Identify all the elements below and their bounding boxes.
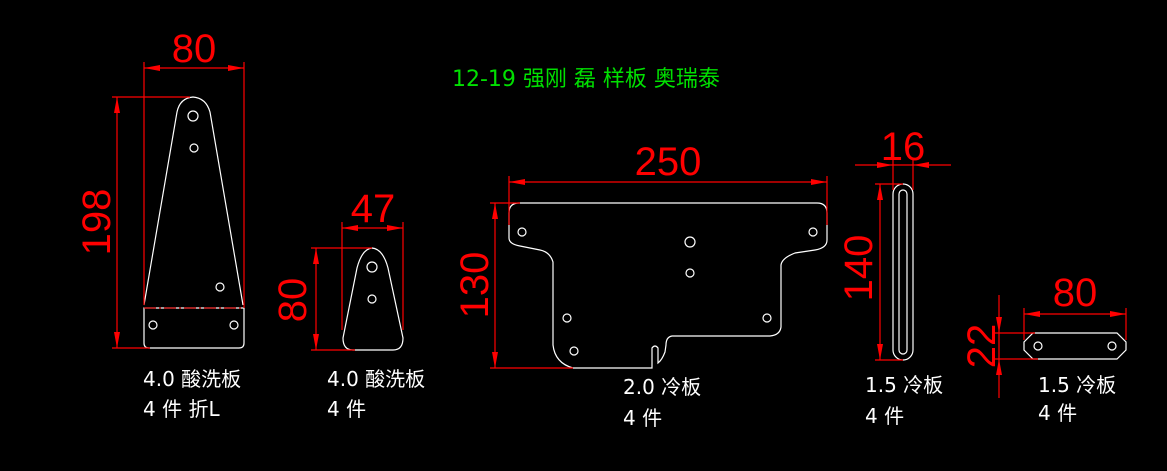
- part-5-width-dim: 80: [1053, 271, 1098, 315]
- part-2-height-dim: 80: [271, 278, 315, 323]
- part-4-width-dim: 16: [881, 125, 926, 169]
- part-4-material: 1.5 冷板: [865, 373, 943, 397]
- part-5-height-dim: 22: [960, 324, 1004, 369]
- part-2-small-triangle: [342, 247, 404, 351]
- part-2-quantity: 4 件: [327, 397, 366, 421]
- part-2-dimensions: 47 80: [271, 187, 404, 351]
- part-1-width-dim: 80: [172, 27, 217, 71]
- part-5-material: 1.5 冷板: [1038, 373, 1116, 397]
- part-3-mounting-plate: [508, 202, 828, 369]
- part-3-dimensions: 250 130: [453, 140, 828, 369]
- part-2-width-dim: 47: [351, 187, 396, 231]
- part-4-dimensions: 16 140: [837, 125, 951, 361]
- part-1-height-dim: 198: [75, 189, 119, 256]
- part-1-material: 4.0 酸洗板: [143, 367, 241, 391]
- part-1-quantity: 4 件 折L: [143, 397, 220, 421]
- part-5-dimensions: 80 22: [960, 271, 1127, 398]
- part-1-dimensions: 80 198: [75, 27, 245, 349]
- part-4-slot-strip: [892, 183, 914, 361]
- part-2-material: 4.0 酸洗板: [327, 367, 425, 391]
- drawing-title: 12-19 强刚 磊 样板 奥瑞泰: [452, 67, 720, 92]
- part-3-quantity: 4 件: [623, 406, 662, 430]
- part-5-link-plate: [1023, 332, 1127, 360]
- part-3-material: 2.0 冷板: [623, 375, 701, 399]
- part-3-height-dim: 130: [453, 252, 497, 319]
- part-4-height-dim: 140: [837, 235, 881, 302]
- part-4-quantity: 4 件: [865, 404, 904, 428]
- part-1-triangle-bracket: [143, 96, 245, 349]
- part-3-width-dim: 250: [635, 140, 702, 184]
- part-5-quantity: 4 件: [1038, 401, 1077, 425]
